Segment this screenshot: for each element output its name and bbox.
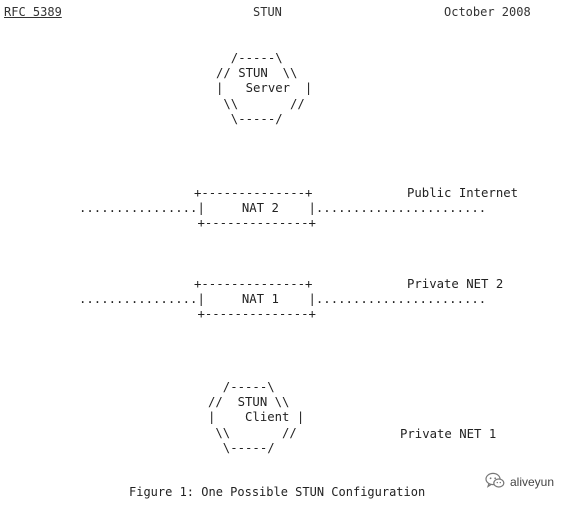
watermark: aliveyun [485, 472, 554, 492]
stun-server-shape: /-----\ // STUN \\ | Server | \\ // \---… [216, 51, 313, 126]
rfc-number-link[interactable]: RFC 5389 [4, 5, 62, 19]
private-net1-label: Private NET 1 [400, 427, 497, 441]
nat2-box: +--------------+ ................| NAT 2… [79, 186, 487, 231]
page-header-date: October 2008 [444, 5, 531, 19]
private-net2-label: Private NET 2 [407, 277, 504, 291]
watermark-text: aliveyun [510, 474, 555, 489]
public-internet-label: Public Internet [407, 186, 519, 200]
figure-caption: Figure 1: One Possible STUN Configuratio… [129, 485, 426, 499]
page-header-title: STUN [253, 5, 282, 19]
wechat-icon [485, 472, 505, 493]
stun-client-shape: /-----\ // STUN \\ | Client | \\ // \---… [208, 380, 305, 455]
nat1-box: +--------------+ ................| NAT 1… [79, 277, 487, 322]
